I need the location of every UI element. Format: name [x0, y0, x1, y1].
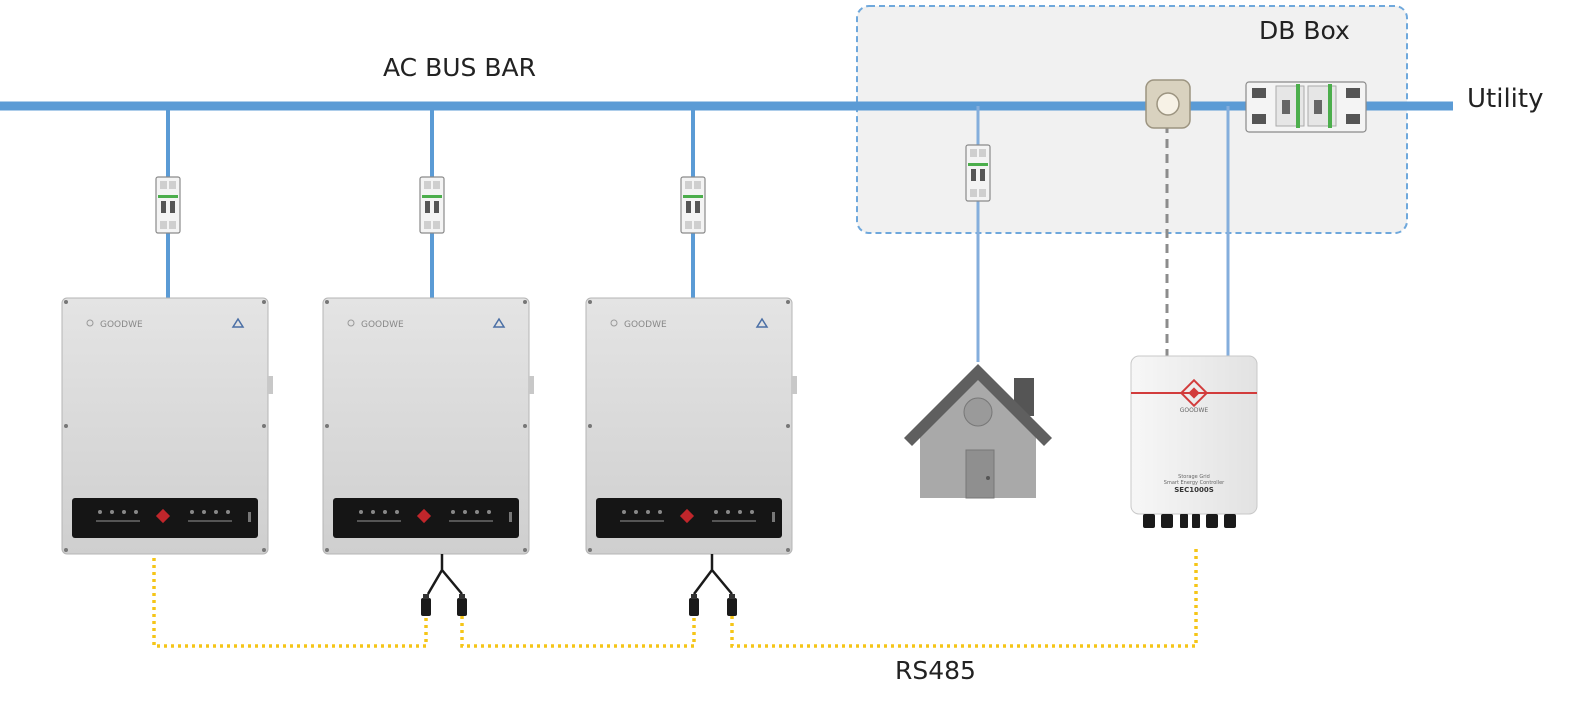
ac-bus-bar-label: AC BUS BAR — [383, 53, 536, 82]
rs485-connector-icon — [727, 594, 737, 616]
inverter-brand: GOODWE — [624, 320, 667, 330]
rs485-connector-icon — [689, 594, 699, 616]
inverter-brand: GOODWE — [361, 320, 404, 330]
controller-line2: Smart Energy Controller — [1164, 480, 1225, 486]
breaker-icon — [155, 176, 181, 234]
rs485-line — [152, 548, 1198, 648]
controller-line1: Storage Grid — [1178, 474, 1210, 480]
inverter-2: GOODWE — [322, 297, 535, 555]
inverter-3: GOODWE — [585, 297, 798, 555]
db-box-label: DB Box — [1259, 16, 1350, 45]
rs485-y-splitter-3 — [693, 554, 733, 595]
main-breaker-icon — [1245, 81, 1367, 133]
breaker-icon — [680, 176, 706, 234]
rs485-connector-icon — [457, 594, 467, 616]
current-transformer-icon — [1145, 79, 1191, 129]
house-icon — [904, 364, 1052, 499]
utility-label: Utility — [1467, 84, 1544, 114]
db-box — [856, 5, 1408, 234]
breaker-icon — [419, 176, 445, 234]
inverter-1: GOODWE — [61, 297, 274, 555]
controller-model: SEC1000S — [1174, 486, 1213, 494]
smart-controller-icon: GOODWE Storage Grid Smart Energy Control… — [1130, 355, 1258, 528]
inverter-brand: GOODWE — [100, 320, 143, 330]
rs485-label: RS485 — [895, 656, 976, 685]
rs485-y-splitter-2 — [426, 554, 463, 595]
rs485-connector-icon — [421, 594, 431, 616]
breaker-icon — [965, 144, 991, 202]
controller-brand: GOODWE — [1180, 407, 1209, 414]
